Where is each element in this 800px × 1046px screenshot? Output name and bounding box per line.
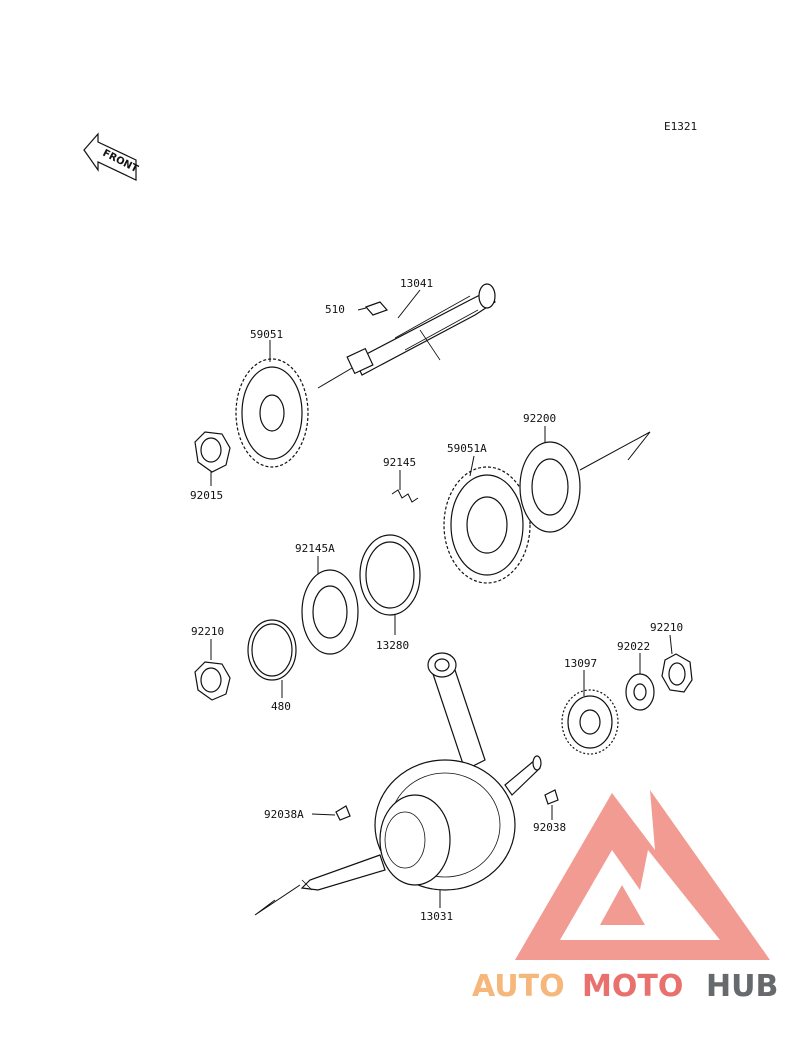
key-92038A <box>335 805 351 821</box>
watermark-text: AUTO MOTO HUB <box>472 969 778 1004</box>
key-92038 <box>544 789 559 805</box>
gear-59051A <box>443 466 531 584</box>
label-13031: 13031 <box>420 910 453 923</box>
washer-92022 <box>625 673 655 711</box>
label-92022: 92022 <box>617 640 650 653</box>
plate-92145A <box>301 569 359 655</box>
label-92200: 92200 <box>523 412 556 425</box>
label-13097: 13097 <box>564 657 597 670</box>
label-92015: 92015 <box>190 489 223 502</box>
spring-92145 <box>391 489 419 503</box>
disc-13280 <box>359 534 421 616</box>
watermark-moto: MOTO <box>582 969 683 1004</box>
nut-92210-left <box>194 661 231 701</box>
balancer-shaft-13041 <box>317 283 496 389</box>
balancer-gear-59051 <box>235 358 309 468</box>
label-59051: 59051 <box>250 328 283 341</box>
nut-92015 <box>194 431 231 473</box>
label-480: 480 <box>271 700 291 713</box>
circlip-480 <box>247 619 297 681</box>
gear-13097 <box>561 689 619 755</box>
label-510: 510 <box>325 303 345 316</box>
leader-lines <box>210 289 673 908</box>
label-92145A: 92145A <box>295 542 335 555</box>
label-13041: 13041 <box>400 277 433 290</box>
front-arrow-icon: FRONT <box>83 132 140 181</box>
watermark-hub: HUB <box>706 969 778 1004</box>
plate-92200 <box>519 431 651 533</box>
label-92210-left: 92210 <box>191 625 224 638</box>
nut-92210-right <box>661 653 693 693</box>
label-13280: 13280 <box>376 639 409 652</box>
diagram-code: E1321 <box>664 120 697 133</box>
label-92038: 92038 <box>533 821 566 834</box>
key-510 <box>364 301 389 316</box>
crankshaft-13031 <box>254 652 542 916</box>
label-92145: 92145 <box>383 456 416 469</box>
label-92038A: 92038A <box>264 808 304 821</box>
watermark-auto: AUTO <box>472 969 565 1004</box>
watermark-logo-icon <box>515 790 770 960</box>
label-59051A: 59051A <box>447 442 487 455</box>
label-92210-right: 92210 <box>650 621 683 634</box>
